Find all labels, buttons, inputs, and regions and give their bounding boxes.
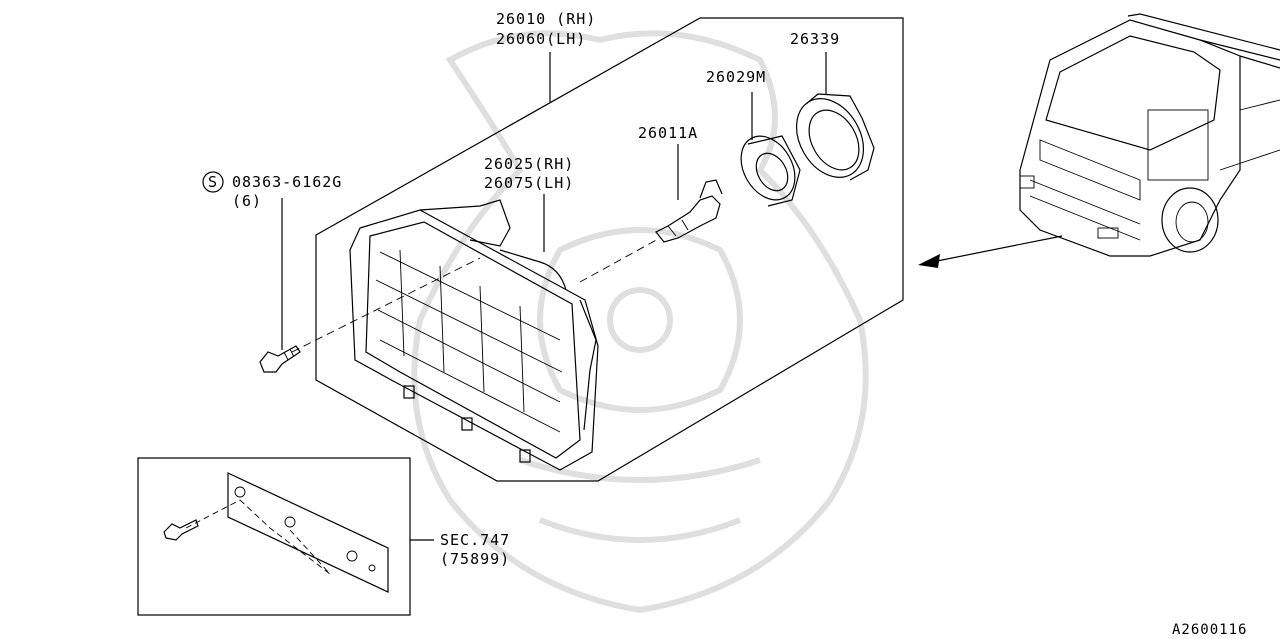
assembly-frame xyxy=(315,17,904,482)
label-bulb: 26011A xyxy=(638,124,699,142)
label-headlamp-assy-lh: 26060(LH) xyxy=(496,30,587,48)
label-housing-rh: 26025(RH) xyxy=(484,155,575,173)
leader-lines xyxy=(281,52,827,541)
label-cap: 26339 xyxy=(790,30,841,48)
section-inset xyxy=(137,457,411,616)
label-section-ref[interactable]: SEC.747 xyxy=(440,531,511,549)
truck-illustration xyxy=(1019,13,1280,257)
diagram-code: A2600116 xyxy=(1172,622,1248,638)
screw-part xyxy=(259,345,301,373)
label-housing-lh: 26075(LH) xyxy=(484,174,575,192)
screw-symbol: S xyxy=(208,173,218,191)
assembly-axis-lines xyxy=(185,237,661,529)
socket-part xyxy=(740,135,801,207)
headlamp-unit xyxy=(349,199,599,471)
cap-part xyxy=(795,93,875,181)
label-section-sub: (75899) xyxy=(440,550,511,568)
label-screw-part: 08363-6162G xyxy=(232,173,343,191)
location-arrow xyxy=(918,235,1063,268)
screw-symbol-circle xyxy=(202,171,224,193)
watermark-emblem xyxy=(411,30,869,614)
label-screw-qty: (6) xyxy=(232,192,263,210)
label-socket: 26029M xyxy=(706,68,767,86)
bulb-part xyxy=(655,179,723,243)
label-headlamp-assy-rh: 26010 (RH) xyxy=(496,10,597,28)
